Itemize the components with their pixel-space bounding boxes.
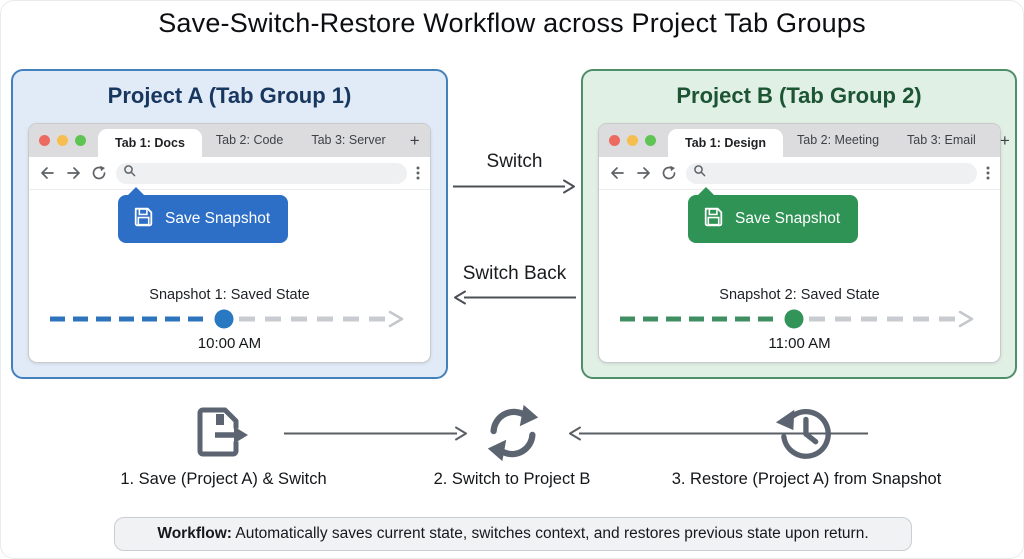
tab-email[interactable]: Tab 3: Email xyxy=(907,133,976,147)
forward-icon[interactable] xyxy=(635,165,652,181)
project-a-content: Save Snapshot Snapshot 1: Saved State 10… xyxy=(29,187,430,361)
step-arrow-1-2 xyxy=(284,426,467,441)
tab-design[interactable]: Tab 1: Design xyxy=(668,129,784,157)
project-a-panel: Project A (Tab Group 1) Tab 1: Docs Tab … xyxy=(11,69,448,379)
browser-menu-icon[interactable] xyxy=(986,165,990,181)
switch-label: Switch xyxy=(486,151,543,172)
save-and-switch-icon xyxy=(197,407,248,457)
back-icon[interactable] xyxy=(609,165,626,181)
back-icon[interactable] xyxy=(39,165,56,181)
workflow-note: Workflow: Automatically saves current st… xyxy=(114,517,912,551)
step-3-label: 3. Restore (Project A) from Snapshot xyxy=(671,470,942,488)
tab-server[interactable]: Tab 3: Server xyxy=(311,133,386,147)
tab-docs[interactable]: Tab 1: Docs xyxy=(98,129,202,157)
traffic-lights xyxy=(609,135,656,146)
snapshot-time: 11:00 AM xyxy=(768,335,831,352)
floppy-disk-icon xyxy=(701,204,726,234)
snapshot-label: Snapshot 1: Saved State xyxy=(149,287,310,303)
step-1-label: 1. Save (Project A) & Switch xyxy=(120,470,327,488)
project-b-timeline: Snapshot 2: Saved State 11:00 AM xyxy=(599,287,1000,352)
switch-back-arrow-left xyxy=(454,290,576,305)
search-icon xyxy=(693,164,706,182)
close-window-icon[interactable] xyxy=(609,135,620,146)
snapshot-time: 10:00 AM xyxy=(197,335,262,352)
save-snapshot-button[interactable]: Save Snapshot xyxy=(118,187,289,243)
restore-history-icon xyxy=(775,409,831,459)
project-a-title: Project A (Tab Group 1) xyxy=(107,83,352,108)
project-b-tabbar: Tab 1: Design Tab 2: Meeting Tab 3: Emai… xyxy=(599,124,1010,157)
save-snapshot-label: Save Snapshot xyxy=(165,210,271,227)
step-2-label: 2. Switch to Project B xyxy=(433,470,591,488)
new-tab-button[interactable]: + xyxy=(999,131,1010,150)
close-window-icon[interactable] xyxy=(39,135,50,146)
workflow-note-text: Automatically saves current state, switc… xyxy=(231,525,869,542)
timeline-marker-dot xyxy=(214,309,233,329)
new-tab-button[interactable]: + xyxy=(409,131,420,150)
forward-icon[interactable] xyxy=(65,165,82,181)
timeline-marker-dot xyxy=(784,309,803,329)
zoom-window-icon[interactable] xyxy=(75,135,86,146)
minimize-window-icon[interactable] xyxy=(57,135,68,146)
project-b-toolbar xyxy=(599,157,1000,190)
save-snapshot-label: Save Snapshot xyxy=(735,210,841,227)
reload-icon[interactable] xyxy=(661,165,677,181)
project-b-content: Save Snapshot Snapshot 2: Saved State 11… xyxy=(599,187,1000,361)
snapshot-label: Snapshot 2: Saved State xyxy=(719,287,880,303)
floppy-disk-icon xyxy=(131,204,156,234)
address-bar[interactable] xyxy=(116,162,407,184)
project-b-title: Project B (Tab Group 2) xyxy=(676,83,922,108)
search-icon xyxy=(123,164,136,182)
step-arrow-3-2 xyxy=(569,426,868,441)
project-a-tabbar: Tab 1: Docs Tab 2: Code Tab 3: Server + xyxy=(29,124,430,157)
zoom-window-icon[interactable] xyxy=(645,135,656,146)
reload-icon[interactable] xyxy=(91,165,107,181)
address-bar[interactable] xyxy=(686,162,977,184)
page-title: Save-Switch-Restore Workflow across Proj… xyxy=(158,8,866,38)
browser-menu-icon[interactable] xyxy=(416,165,420,181)
workflow-note-prefix: Workflow: xyxy=(157,525,232,542)
project-a-toolbar xyxy=(29,157,430,190)
switch-back-label: Switch Back xyxy=(462,263,567,284)
minimize-window-icon[interactable] xyxy=(627,135,638,146)
snapshot-timeline xyxy=(619,309,973,329)
project-a-timeline: Snapshot 1: Saved State 10:00 AM xyxy=(29,287,430,352)
tab-meeting[interactable]: Tab 2: Meeting xyxy=(797,133,880,147)
project-b-browser-window: Tab 1: Design Tab 2: Meeting Tab 3: Emai… xyxy=(598,123,1010,363)
switch-arrow-right xyxy=(453,179,575,194)
sync-icon xyxy=(487,404,539,462)
traffic-lights xyxy=(39,135,86,146)
save-snapshot-button[interactable]: Save Snapshot xyxy=(688,187,859,243)
project-a-browser-window: Tab 1: Docs Tab 2: Code Tab 3: Server + xyxy=(28,123,431,363)
tab-code[interactable]: Tab 2: Code xyxy=(215,133,284,147)
project-b-panel: Project B (Tab Group 2) Tab 1: Design Ta… xyxy=(581,69,1017,379)
snapshot-timeline xyxy=(49,309,403,329)
